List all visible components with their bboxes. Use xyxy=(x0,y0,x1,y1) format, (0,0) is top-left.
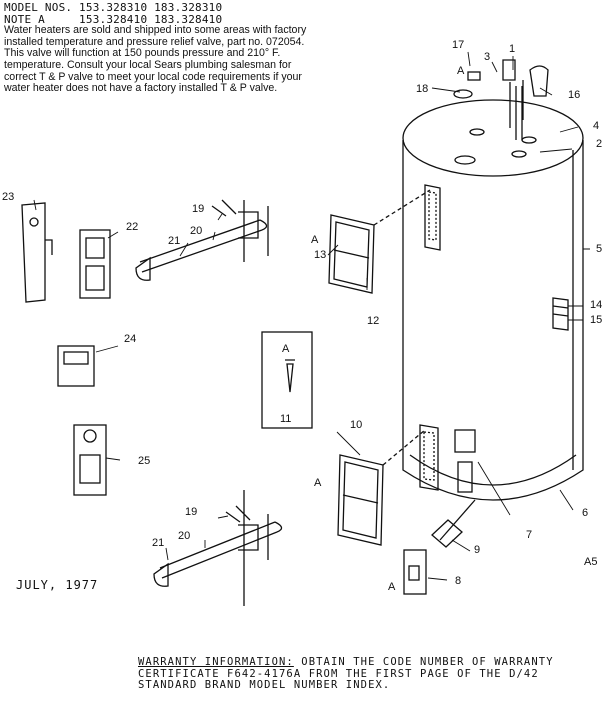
callout-19-upper: 19 xyxy=(192,203,204,215)
diagram-date: JULY, 1977 xyxy=(16,578,99,592)
lower-access-cover xyxy=(337,429,426,546)
warranty-information: WARRANTY INFORMATION: OBTAIN THE CODE NU… xyxy=(138,656,558,692)
drain-valve xyxy=(431,499,476,548)
callout-20-upper: 20 xyxy=(190,225,202,237)
note-a-models: NOTE A 153.328410 183.328410 xyxy=(4,12,223,26)
callout-9: 9 xyxy=(474,544,480,556)
callout-20-lower: 20 xyxy=(178,530,190,542)
callout-21-lower: 21 xyxy=(152,537,164,549)
model-numbers: MODEL NOS. 153.328310 183.328310 xyxy=(4,1,223,14)
callout-18: 18 xyxy=(416,83,428,95)
callout-5: 5 xyxy=(596,243,602,255)
callout-16: 16 xyxy=(568,89,580,101)
screw-detail-box xyxy=(261,331,313,429)
note-a-marker-valve: A xyxy=(457,65,465,77)
tp-valve-note: Water heaters are sold and shipped into … xyxy=(4,24,307,95)
callout-14: 14 xyxy=(590,299,602,311)
callout-21-upper: 21 xyxy=(168,235,180,247)
thermostat-bracket xyxy=(21,202,53,303)
callout-12: 12 xyxy=(367,315,379,327)
leader-lines xyxy=(33,51,590,581)
diagram-code: A5 xyxy=(584,556,598,568)
callout-17: 17 xyxy=(452,39,464,51)
note-a-marker-cover: A xyxy=(388,581,396,593)
callout-4: 4 xyxy=(593,120,599,132)
warranty-text: OBTAIN THE CODE NUMBER OF WARRANTY CERTI… xyxy=(138,656,554,692)
callout-23: 23 xyxy=(2,191,14,203)
note-a-marker-screw: A xyxy=(282,343,290,355)
lower-heating-element xyxy=(153,490,283,606)
upper-access-cover xyxy=(328,189,431,294)
callout-7: 7 xyxy=(526,529,532,541)
terminal-block xyxy=(57,345,95,387)
callout-6: 6 xyxy=(582,507,588,519)
upper-thermostat xyxy=(79,229,111,299)
callout-24: 24 xyxy=(124,333,136,345)
callout-11: 11 xyxy=(280,413,291,425)
lower-thermostat xyxy=(73,424,107,496)
warranty-heading: WARRANTY INFORMATION: xyxy=(138,656,294,668)
callout-3: 3 xyxy=(484,51,490,63)
upper-heating-element xyxy=(135,199,269,281)
callout-22: 22 xyxy=(126,221,138,233)
callout-19-lower: 19 xyxy=(185,506,197,518)
callout-10: 10 xyxy=(350,419,362,431)
note-a-marker-lower: A xyxy=(314,477,322,489)
callout-labels: 1 2 3 4 5 6 7 8 9 10 11 12 13 14 15 16 1… xyxy=(2,39,602,593)
callout-15: 15 xyxy=(590,314,602,326)
callout-1: 1 xyxy=(509,43,515,55)
callout-25: 25 xyxy=(138,455,150,467)
water-heater-tank xyxy=(402,59,584,501)
model-note: MODEL NOS. 153.328310 183.328310 NOTE A … xyxy=(4,2,314,95)
callout-13: 13 xyxy=(314,249,326,261)
junction-cover xyxy=(403,549,427,595)
callout-8: 8 xyxy=(455,575,461,587)
callout-2: 2 xyxy=(596,138,602,150)
note-a-marker-upper: A xyxy=(311,234,319,246)
